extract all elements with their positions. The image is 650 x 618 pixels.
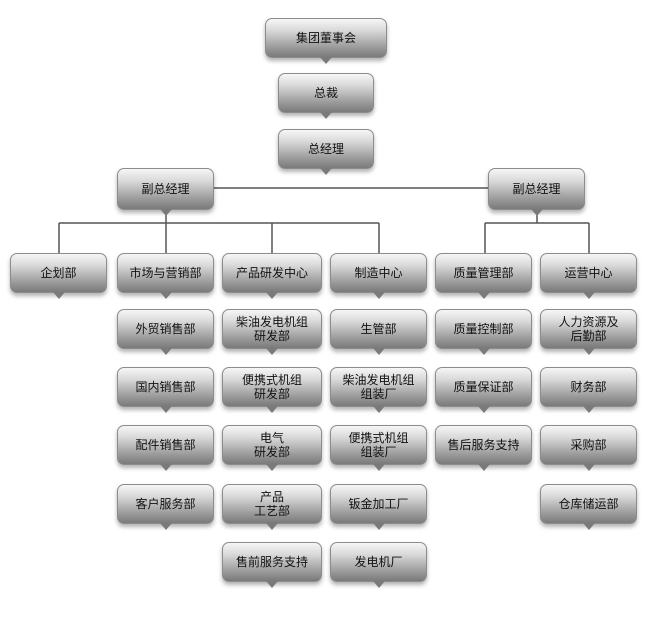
node-manufacturing-sub: 发电机厂 — [330, 542, 427, 588]
node-operations: 运营中心 — [540, 253, 637, 299]
node-manufacturing-sub: 柴油发电机组 组装厂 — [330, 367, 427, 413]
node-operations-sub: 财务部 — [540, 367, 637, 413]
node-manufacturing-sub: 生管部 — [330, 309, 427, 355]
node-quality: 质量管理部 — [435, 253, 532, 299]
node-operations-sub: 人力资源及 后勤部 — [540, 309, 637, 355]
node-rnd-sub: 售前服务支持 — [222, 542, 322, 588]
node-quality-sub: 售后服务支持 — [435, 425, 532, 471]
node-manufacturing-sub: 钣金加工厂 — [330, 484, 427, 530]
node-planning: 企划部 — [10, 253, 107, 299]
node-board: 集团董事会 — [265, 18, 387, 64]
node-marketing-sub: 客户服务部 — [117, 484, 214, 530]
node-rnd-sub: 便携式机组 研发部 — [222, 367, 322, 413]
node-manufacturing: 制造中心 — [330, 253, 427, 299]
node-marketing: 市场与营销部 — [117, 253, 214, 299]
node-rnd-sub: 产品 工艺部 — [222, 484, 322, 530]
node-marketing-sub: 配件销售部 — [117, 425, 214, 471]
node-operations-sub: 采购部 — [540, 425, 637, 471]
node-marketing-sub: 外贸销售部 — [117, 309, 214, 355]
node-operations-sub: 仓库储运部 — [540, 484, 637, 530]
node-vp-left: 副总经理 — [117, 168, 214, 216]
node-quality-sub: 质量保证部 — [435, 367, 532, 413]
node-vp-right: 副总经理 — [488, 168, 585, 216]
node-rnd-sub: 柴油发电机组 研发部 — [222, 309, 322, 355]
node-president: 总裁 — [278, 73, 374, 119]
node-rnd-sub: 电气 研发部 — [222, 425, 322, 471]
node-manufacturing-sub: 便携式机组 组装厂 — [330, 425, 427, 471]
node-marketing-sub: 国内销售部 — [117, 367, 214, 413]
node-general-manager: 总经理 — [278, 129, 374, 175]
node-rnd: 产品研发中心 — [222, 253, 322, 299]
node-quality-sub: 质量控制部 — [435, 309, 532, 355]
